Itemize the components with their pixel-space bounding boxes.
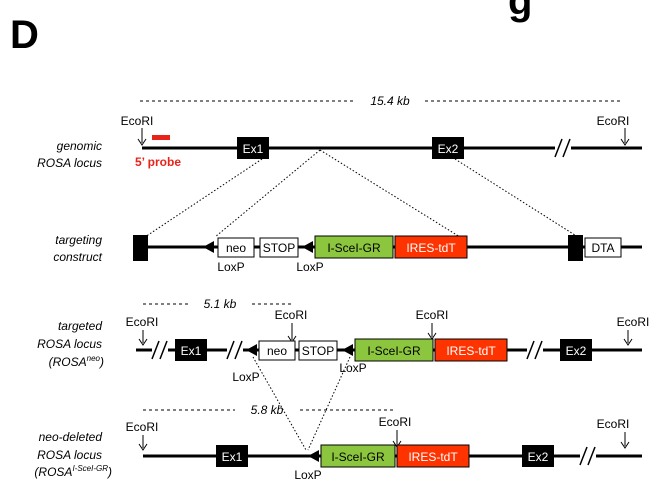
targeted-ex2-box	[560, 339, 592, 361]
targeted-stop-box	[298, 340, 338, 361]
deleted-break	[579, 446, 596, 466]
deleted-ex1-box	[216, 445, 248, 467]
projection-lines-1	[144, 149, 579, 238]
targeted-ex1-box	[175, 339, 207, 361]
targeted-break-3	[526, 340, 543, 360]
deleted-label-line1: neo-deleted	[39, 430, 103, 444]
targeting-dta-box	[584, 237, 622, 258]
deleted-ecori-3: EcoRI	[597, 417, 630, 431]
targeted-loxp-label-2: LoxP	[339, 361, 366, 375]
targeted-ecori-2: EcoRI	[275, 308, 308, 322]
targeting-loxp-triangle-1	[203, 241, 214, 253]
targeting-iscei-box	[314, 235, 394, 259]
deleted-distance-label: 5.8 kb	[251, 403, 284, 417]
genomic-label-line2: ROSA locus	[37, 156, 102, 170]
genomic-break-mark	[554, 138, 571, 158]
targeting-homology-left	[133, 235, 148, 261]
targeted-stop-label: STOP	[302, 344, 334, 358]
targeting-stop-box	[259, 237, 299, 258]
deleted-ex2-box	[522, 445, 554, 467]
targeting-neo-box	[217, 237, 255, 258]
targeted-ecori-3: EcoRI	[416, 308, 449, 322]
deleted-label-line3: (ROSAI-SceI-GR)	[34, 464, 112, 479]
targeted-row: targeted ROSA locus (ROSAneo) 5.1 kb Eco…	[37, 297, 649, 384]
genomic-label-line1: genomic	[57, 139, 102, 153]
genomic-distance-label: 15.4 kb	[370, 94, 410, 108]
deleted-iscei-box	[320, 444, 396, 468]
targeted-neo-box	[258, 340, 296, 361]
targeting-label-line2: construct	[53, 250, 102, 264]
targeted-label-line2: ROSA locus	[37, 337, 102, 351]
targeted-ires-box	[434, 338, 508, 362]
genomic-ex2-label: Ex2	[438, 142, 459, 156]
targeted-loxp-label-1: LoxP	[232, 370, 259, 384]
deleted-loxp-label: LoxP	[294, 468, 321, 479]
genomic-ecori-left: EcoRI	[121, 114, 154, 128]
deleted-ex2-label: Ex2	[528, 450, 549, 464]
targeted-ex2-label: Ex2	[566, 344, 587, 358]
targeted-iscei-label: I-SceI-GR	[367, 344, 421, 358]
targeted-distance-label: 5.1 kb	[204, 297, 237, 311]
targeted-loxp-triangle-1	[246, 344, 257, 356]
deleted-iscei-label: I-SceI-GR	[331, 450, 385, 464]
targeting-stop-label: STOP	[263, 241, 295, 255]
targeting-label-line1: targeting	[55, 233, 102, 247]
targeting-loxp-label-2: LoxP	[296, 260, 323, 274]
targeted-ecori-4: EcoRI	[617, 315, 650, 329]
targeting-ires-box	[394, 235, 468, 259]
targeted-ecori-1: EcoRI	[126, 315, 159, 329]
targeting-homology-right	[568, 235, 583, 261]
targeting-loxp-label-1: LoxP	[217, 260, 244, 274]
targeting-loxp-triangle-2	[302, 241, 313, 253]
title-fragment: g	[508, 0, 532, 23]
panel-letter: D	[10, 13, 39, 57]
deleted-label-line2: ROSA locus	[37, 448, 102, 462]
targeting-iscei-label: I-SceI-GR	[327, 241, 381, 255]
deleted-ires-label: IRES-tdT	[408, 450, 458, 464]
deleted-ecori-2: EcoRI	[379, 415, 412, 429]
targeting-dta-label: DTA	[591, 241, 614, 255]
genomic-ex1-label: Ex1	[243, 142, 264, 156]
genomic-ecori-right: EcoRI	[597, 114, 630, 128]
deleted-ecori-1: EcoRI	[126, 420, 159, 434]
targeting-neo-label: neo	[226, 241, 246, 255]
targeted-loxp-triangle-2	[342, 344, 353, 356]
probe-label: 5’ probe	[135, 155, 181, 169]
projection-lines-2	[252, 356, 351, 451]
genomic-ex1-box	[237, 137, 269, 159]
genomic-ex2-box	[432, 137, 464, 159]
targeted-label-line3: (ROSAneo)	[49, 354, 104, 369]
targeting-row: targeting construct LoxP neo STOP LoxP I…	[53, 233, 642, 274]
targeting-ires-label: IRES-tdT	[406, 241, 456, 255]
targeted-ex1-label: Ex1	[181, 344, 202, 358]
genomic-row: genomic ROSA locus 15.4 kb EcoRI EcoRI 5…	[37, 94, 642, 170]
targeted-iscei-box	[354, 338, 434, 362]
targeted-ires-label: IRES-tdT	[446, 344, 496, 358]
deleted-ires-box	[396, 444, 470, 468]
targeted-break-1	[151, 340, 168, 360]
probe-bar	[152, 135, 170, 140]
deleted-ex1-label: Ex1	[222, 450, 243, 464]
targeted-neo-label: neo	[267, 344, 287, 358]
deleted-loxp-triangle	[308, 450, 319, 462]
targeted-label-line1: targeted	[58, 319, 102, 333]
deleted-row: neo-deleted ROSA locus (ROSAI-SceI-GR) 5…	[34, 403, 642, 479]
targeted-break-2	[226, 340, 243, 360]
